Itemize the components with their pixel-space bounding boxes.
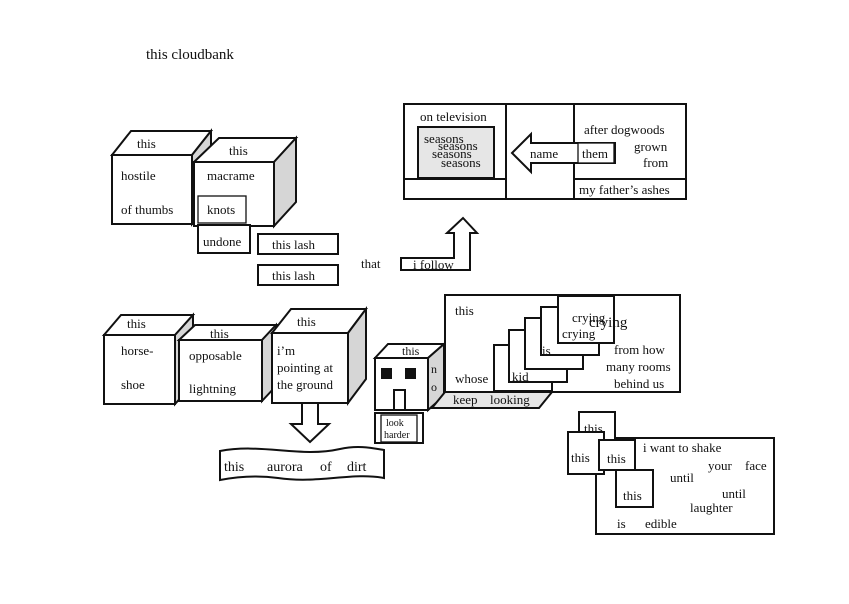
panel-this: this (455, 303, 474, 318)
tv-screen (417, 126, 495, 179)
ashes-text: my father’s ashes (579, 182, 670, 197)
name-text: name (530, 146, 558, 161)
this-text: this (584, 421, 603, 436)
grown-text: grown (634, 139, 668, 154)
them-box (577, 142, 615, 164)
them-text: them (582, 146, 608, 161)
cube-text: pointing at (277, 360, 333, 375)
house: this n o look harder (372, 341, 447, 444)
cube-label: this (210, 326, 229, 341)
aurora-banner: this aurora of dirt (219, 446, 385, 482)
look-text: look (386, 418, 404, 429)
cube-macrame-knots: this macrame knots (191, 135, 299, 229)
cube-pointing-ground: this i’m pointing at the ground (269, 306, 368, 406)
on-television: on television (420, 109, 487, 124)
svg-text:of: of (320, 460, 332, 475)
this-text: this (607, 451, 626, 466)
crying-text: crying (562, 326, 596, 341)
keep-text: keep (453, 392, 478, 407)
looking-text: looking (490, 392, 530, 407)
until-text: until (722, 486, 746, 501)
dogwoods-text: after dogwoods (584, 122, 665, 137)
seasons: seasons (424, 131, 464, 146)
lash-box-2: this lash (257, 264, 339, 286)
cube-label: this (229, 143, 248, 158)
your-text: your (708, 458, 733, 473)
window-icon (405, 368, 416, 379)
svg-text:this: this (224, 460, 244, 475)
seasons: seasons (432, 146, 472, 161)
behind-us-text: behind us (614, 376, 664, 391)
edible-text: edible (645, 516, 677, 531)
harder-text: harder (384, 430, 410, 441)
this-text: this (571, 450, 590, 465)
this-text: this (623, 488, 642, 503)
cube-text: hostile (121, 168, 156, 183)
door-icon (393, 389, 406, 411)
cube-label: this (297, 314, 316, 329)
shake-text: i want to shake (643, 440, 722, 455)
cube-text: opposable (189, 348, 242, 363)
this-box (598, 439, 636, 471)
cube-hostile-thumbs: this hostile of thumbs (109, 128, 214, 227)
this-box (615, 469, 654, 508)
cube-text: horse- (121, 343, 154, 358)
cube-text: macrame (207, 168, 255, 183)
cube-text: lightning (189, 381, 236, 396)
house-side-text: o (431, 380, 437, 394)
house-label: this (402, 344, 420, 358)
crying-panel: this whose keep looking kid is crying cr… (429, 294, 681, 409)
card (557, 295, 615, 344)
crying-text: crying (589, 315, 628, 331)
cube-label: this (127, 316, 146, 331)
kid-text: kid (512, 369, 529, 384)
house-side-text: n (431, 362, 437, 376)
follow-arrow: i follow (400, 216, 480, 272)
svg-text:dirt: dirt (347, 460, 367, 475)
laughter-panel: this this this this i want to shake your… (567, 411, 775, 535)
knots-box (197, 195, 247, 224)
svg-text:aurora: aurora (267, 460, 304, 475)
whose-text: whose (455, 371, 488, 386)
title: this cloudbank (146, 47, 234, 63)
many-rooms-text: many rooms (606, 359, 671, 374)
cube-text: the ground (277, 377, 333, 392)
cube-text: i’m (277, 343, 295, 358)
that-text: that (361, 256, 381, 271)
crying-text: crying (572, 310, 606, 325)
tv-panel: on television seasons seasons seasons se… (403, 103, 687, 200)
svg-text:this lash: this lash (272, 268, 315, 283)
knots-text: knots (207, 202, 235, 217)
is-text: is (617, 516, 626, 531)
face-text: face (745, 458, 767, 473)
cube-opposable-lightning: this opposable lightning (176, 322, 279, 404)
seasons: seasons (438, 138, 478, 153)
cube-text: of thumbs (121, 202, 173, 217)
follow-text: i follow (413, 257, 454, 272)
down-arrow (288, 402, 332, 444)
cube-text: shoe (121, 377, 145, 392)
until-text: until (670, 470, 694, 485)
window-icon (381, 368, 392, 379)
look-harder-inner (380, 414, 418, 443)
seasons: seasons (441, 155, 481, 170)
from-text: from (643, 155, 668, 170)
svg-text:undone: undone (203, 234, 242, 249)
undone-box: undone (197, 224, 251, 254)
cube-label: this (137, 136, 156, 151)
from-how-text: from how (614, 342, 666, 357)
lash-box-1: this lash (257, 233, 339, 255)
is-text: is (542, 343, 551, 358)
laughter-text: laughter (690, 500, 733, 515)
svg-text:this lash: this lash (272, 237, 315, 252)
